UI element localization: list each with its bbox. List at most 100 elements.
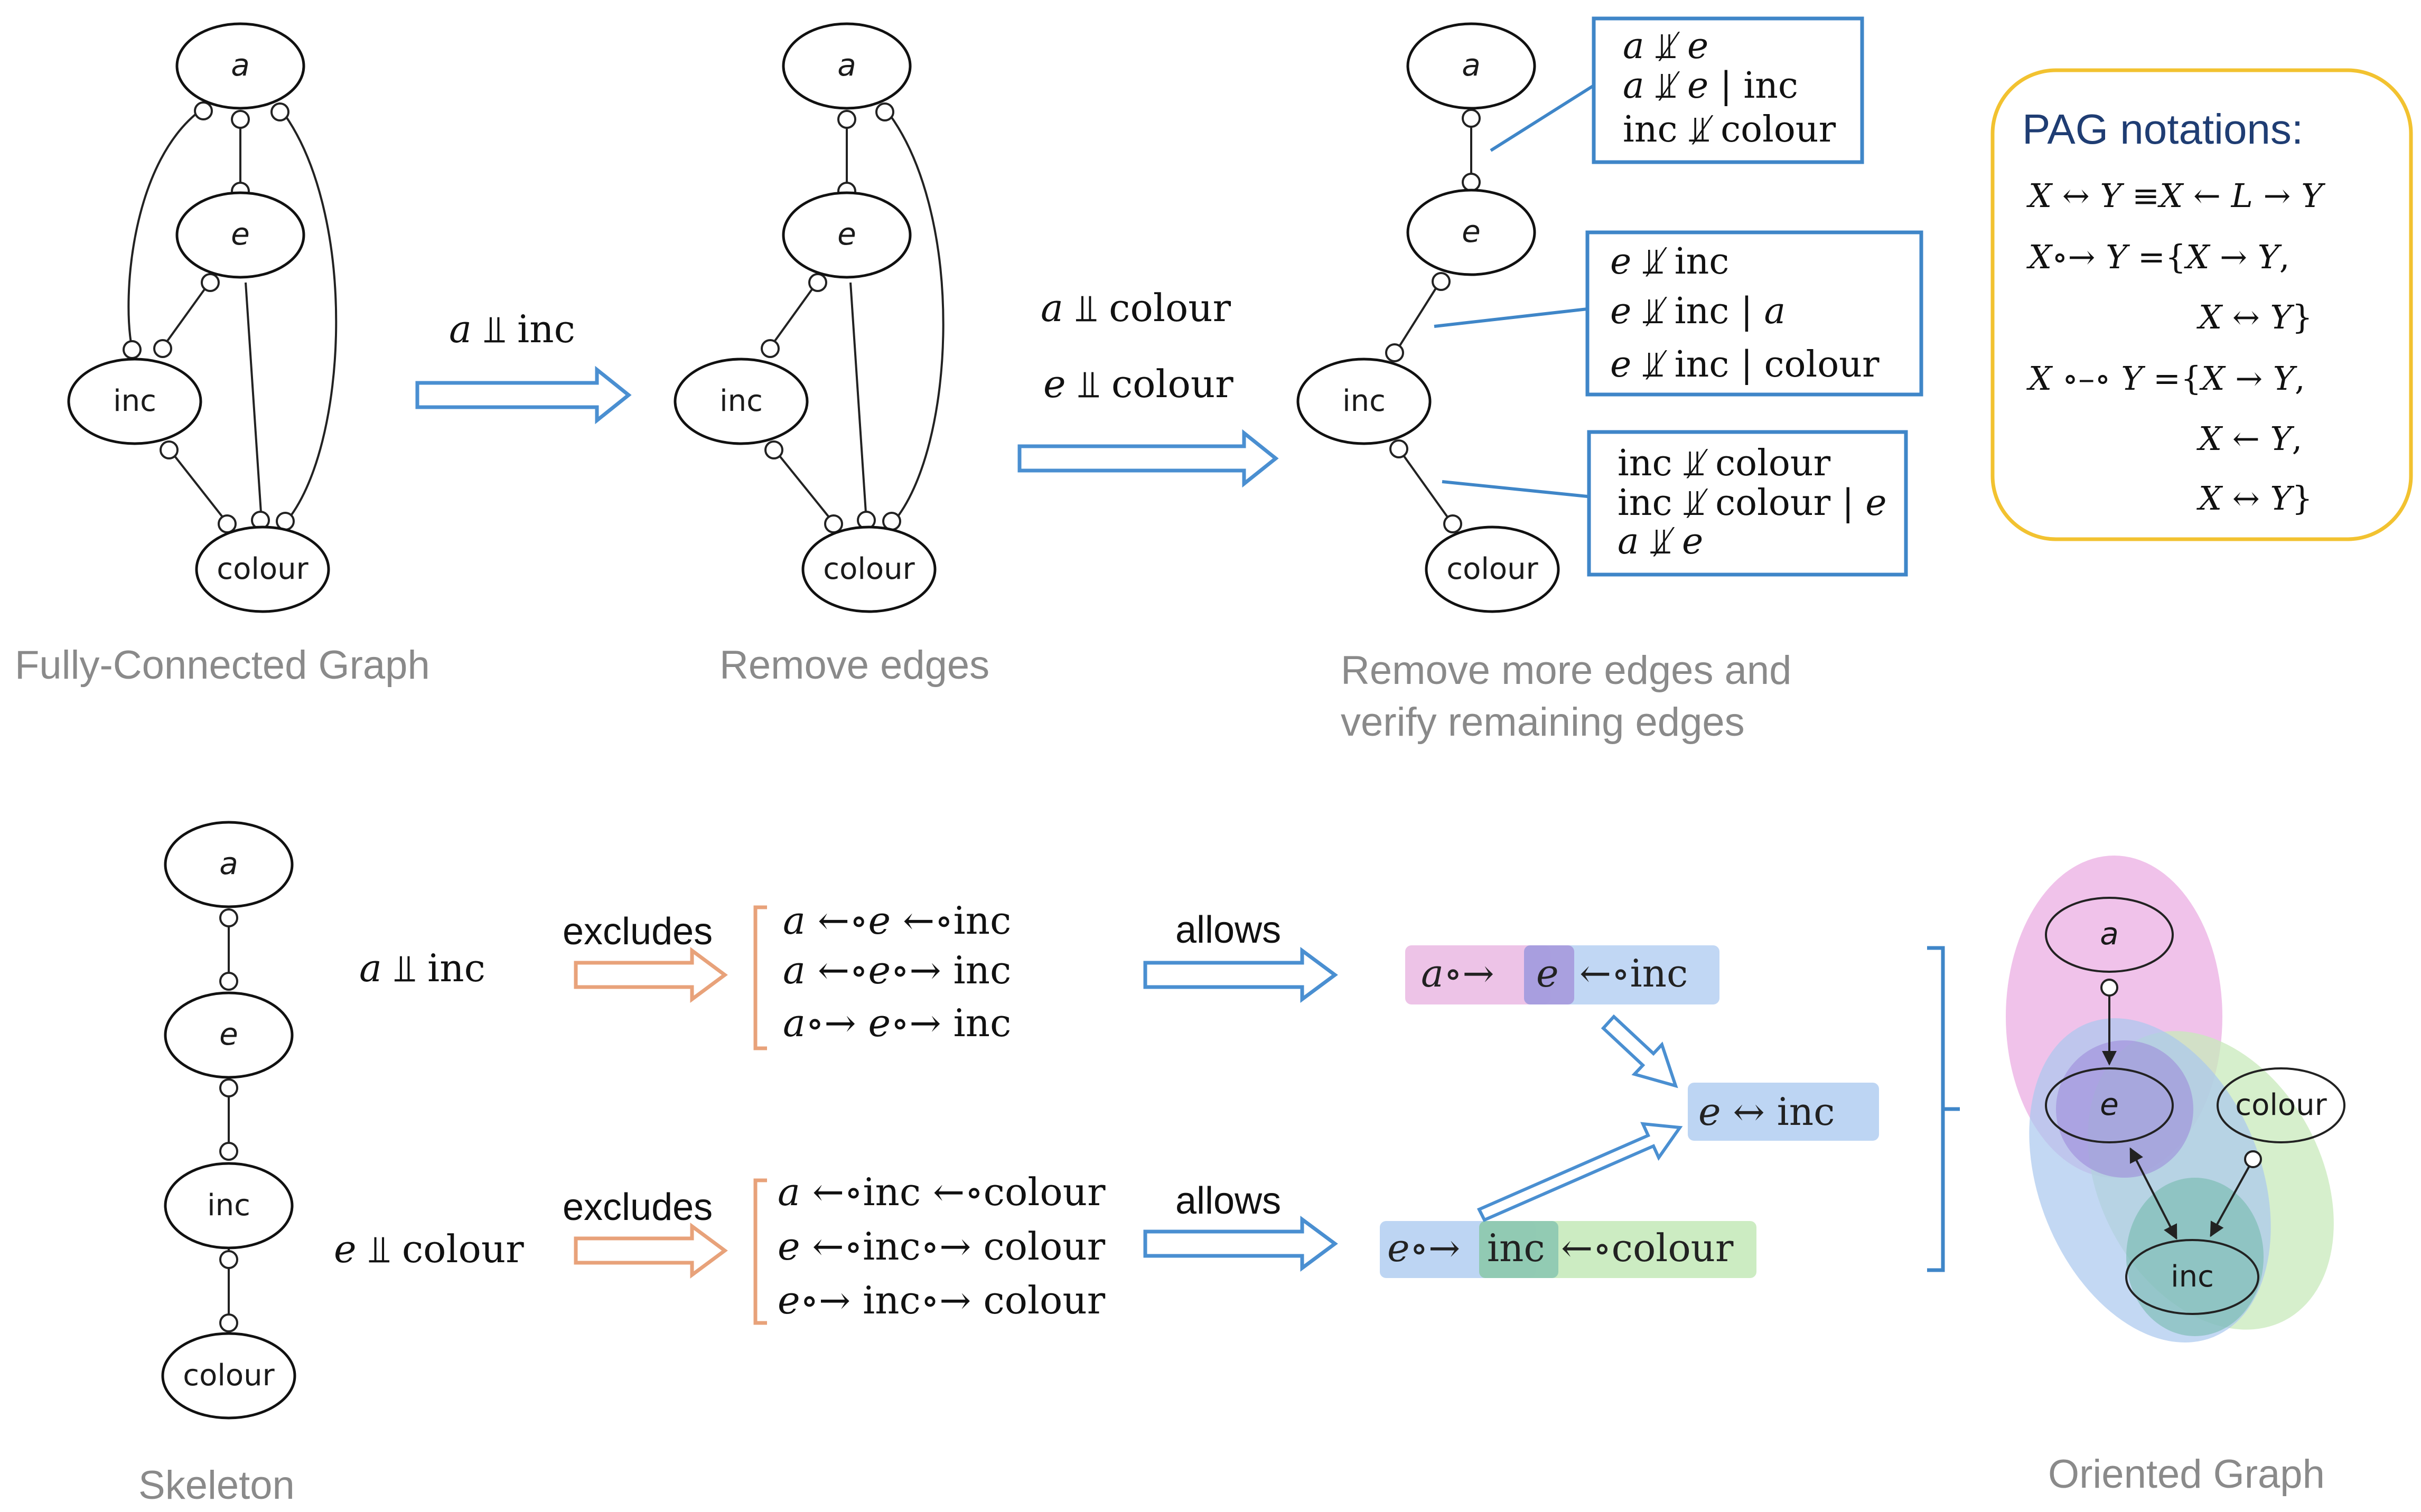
node-colour-label: colour — [823, 552, 915, 586]
edge-e-inc — [1394, 281, 1441, 355]
node-e — [1406, 189, 1536, 276]
endpoint-circle — [219, 1250, 238, 1269]
excl2-line1: a ←∘inc ←∘colour — [778, 1170, 1106, 1214]
node-e-label: e — [837, 216, 856, 252]
pag-line-5: X ← Y, — [2196, 419, 2302, 458]
endpoint-circle — [219, 1142, 238, 1161]
pag-title: PAG notations: — [2022, 106, 2303, 153]
pag-line-1: X ↔ Y ≡X ← L → Y — [2026, 176, 2325, 215]
edge-e-inc — [163, 279, 212, 347]
allowed-orientation-2: e∘→ inc ←∘colour — [1380, 1221, 1756, 1278]
blue-arrow-allows-1 — [1143, 947, 1338, 1003]
edge-colour-to-inc — [2210, 1156, 2256, 1237]
orange-bracket-2 — [753, 1178, 767, 1325]
pag-line-2: X∘→ Y ={X → Y, — [2026, 238, 2289, 276]
node-inc — [674, 358, 809, 445]
block-arrow-step1 — [415, 365, 632, 425]
endpoint-circle — [875, 102, 894, 121]
excl2-line3: e∘→ inc∘→ colour — [778, 1278, 1106, 1322]
edge-a-colour — [884, 107, 945, 524]
edge-a-inc — [127, 107, 204, 349]
node-e-label: e — [219, 1016, 238, 1052]
test-box-1: a ⫫̸ e a ⫫̸ e | inc inc ⫫̸ colour — [1592, 16, 1864, 164]
node-a — [2045, 897, 2174, 973]
endpoint-circle — [201, 273, 220, 292]
graph-fully-connected: a e inc colour — [67, 22, 338, 613]
edge-e-colour — [245, 282, 263, 521]
allow1-part3: ←∘inc — [1579, 951, 1688, 996]
box2-line3: e ⫫̸ inc | colour — [1610, 344, 1880, 386]
node-colour — [2217, 1067, 2345, 1143]
node-e — [2045, 1067, 2174, 1143]
result-highlight — [1688, 1083, 1879, 1141]
allowed-orientation-1: a∘→ e ←∘inc — [1405, 945, 1719, 1004]
bottom-test-e-colour: e ⫫ colour — [334, 1227, 524, 1271]
endpoint-circle — [1389, 439, 1408, 458]
box1-line1: a ⫫̸ e — [1623, 25, 1708, 67]
endpoint-circle — [761, 339, 780, 358]
node-colour-label: colour — [1446, 552, 1538, 586]
graph-oriented: a e colour inc — [2006, 856, 2345, 1342]
box2-line1: e ⫫̸ inc — [1610, 241, 1729, 283]
test-e-colour: e ⫫ colour — [1043, 362, 1233, 406]
endpoint-circle — [218, 514, 237, 533]
allow2-part1: e∘→ — [1387, 1226, 1460, 1270]
node-inc-label: inc — [719, 384, 763, 418]
endpoint-circle — [153, 339, 172, 358]
endpoint-circle — [837, 110, 856, 129]
caption-skeleton: Skeleton — [138, 1463, 295, 1508]
leader-line-box2 — [1434, 307, 1588, 328]
edge-inc-colour — [1398, 448, 1453, 524]
bottom-test-a-inc: a ⫫ inc — [359, 946, 485, 990]
endpoint-circle — [824, 514, 843, 533]
node-a — [782, 22, 912, 110]
endpoint-circle — [219, 908, 238, 927]
caption-remove-more-2: verify remaining edges — [1341, 700, 1745, 745]
endpoint-circle — [219, 1313, 238, 1332]
allow1-part1: a∘→ — [1421, 951, 1494, 996]
endpoint-circle — [1462, 173, 1481, 192]
blue-arrow-allows-2 — [1143, 1216, 1338, 1272]
node-inc-label: inc — [113, 384, 156, 418]
pag-notations-box: PAG notations: X ↔ Y ≡X ← L → Y X∘→ Y ={… — [1990, 68, 2413, 541]
node-a-label: a — [2100, 916, 2119, 952]
diag-arrow-up — [1476, 1122, 1683, 1222]
box2-line2: e ⫫̸ inc | a — [1610, 290, 1786, 332]
node-a-label: a — [1462, 47, 1481, 83]
blue-bracket — [1927, 946, 1960, 1272]
allow1-part2: e — [1536, 951, 1559, 996]
excl1-line3: a∘→ e∘→ inc — [783, 1001, 1011, 1045]
node-colour-label: colour — [183, 1358, 275, 1393]
node-colour-label: colour — [2235, 1088, 2327, 1122]
endpoint-circle — [219, 1078, 238, 1097]
node-colour — [161, 1332, 296, 1420]
leader-line-box3 — [1442, 480, 1588, 498]
endpoint-circle — [219, 972, 238, 991]
endpoint-circle — [2100, 979, 2118, 997]
node-inc — [1296, 358, 1432, 445]
test-box-3: inc ⫫̸ colour inc ⫫̸ colour | e a ⫫̸ e — [1587, 430, 1908, 577]
orange-arrow-2 — [574, 1223, 728, 1279]
box1-line2: a ⫫̸ e | inc — [1623, 65, 1798, 107]
leader-line-box1 — [1490, 83, 1596, 152]
excludes-label-1: excludes — [563, 910, 713, 953]
allow2-part2: inc — [1487, 1226, 1545, 1270]
endpoint-circle — [123, 340, 142, 359]
edge-a-colour — [279, 107, 338, 524]
node-inc-label: inc — [1342, 384, 1386, 418]
endpoint-circle — [764, 440, 783, 459]
result-text: e ↔ inc — [1698, 1090, 1835, 1134]
caption-remove-more-1: Remove more edges and — [1341, 648, 1791, 693]
caption-remove-edges: Remove edges — [719, 643, 989, 688]
block-arrow-step2 — [1017, 429, 1279, 488]
node-e-label: e — [2100, 1086, 2119, 1122]
node-colour — [1425, 525, 1560, 613]
endpoint-circle — [1385, 343, 1404, 362]
caption-fully-connected: Fully-Connected Graph — [15, 643, 430, 688]
orange-bracket-1 — [753, 905, 767, 1050]
endpoint-circle — [2244, 1150, 2262, 1168]
edge-e-bidirected-inc — [2129, 1147, 2177, 1240]
endpoint-circle — [808, 273, 827, 292]
endpoint-circle — [1443, 514, 1462, 533]
